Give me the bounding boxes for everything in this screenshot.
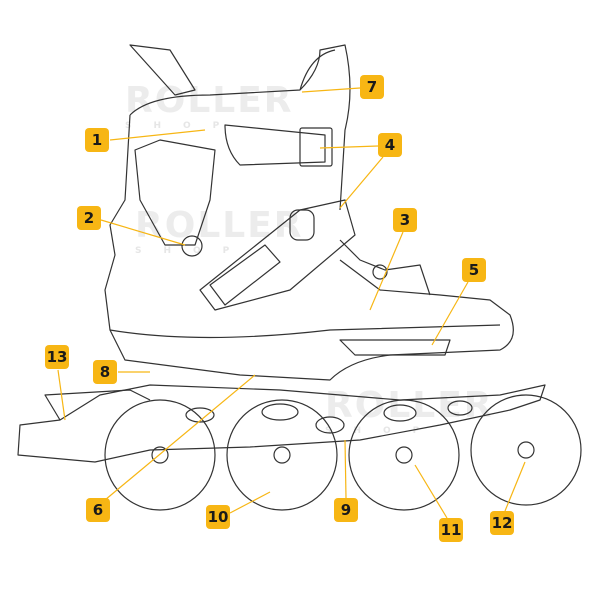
wheel <box>104 399 216 511</box>
callout-11: 11 <box>439 518 463 542</box>
shell-lower <box>109 324 501 339</box>
shell-upper <box>104 114 514 381</box>
callout-1: 1 <box>85 128 109 152</box>
callout-3: 3 <box>393 208 417 232</box>
wheels <box>104 394 582 511</box>
tongue <box>299 49 336 91</box>
strap <box>199 199 356 311</box>
watermark-brand: ROLLER <box>125 80 294 121</box>
callout-8: 8 <box>93 360 117 384</box>
ratchet <box>209 244 281 306</box>
watermark-brand: ROLLER <box>135 205 304 246</box>
toe-detail <box>339 339 451 356</box>
ratchet-pad <box>289 209 315 241</box>
cuff <box>129 44 196 96</box>
watermark-brand: ROLLER <box>325 385 494 426</box>
heel-brake <box>44 389 151 421</box>
callout-7: 7 <box>360 75 384 99</box>
watermark-sub: SHOP <box>125 121 242 131</box>
watermark-sub: SHOP <box>135 246 252 256</box>
callout-13: 13 <box>45 345 69 369</box>
buckle-strap <box>224 124 326 166</box>
callout-10: 10 <box>206 505 230 529</box>
wheel <box>348 399 460 511</box>
callout-6: 6 <box>86 498 110 522</box>
liner <box>129 44 351 211</box>
frame-windows <box>185 400 473 434</box>
rivet <box>181 235 203 257</box>
lace-area <box>339 239 431 296</box>
lace-knob <box>372 264 388 280</box>
callout-2: 2 <box>77 206 101 230</box>
watermark-sub: SHOP <box>325 426 442 436</box>
wheel <box>226 399 338 511</box>
leader-lines <box>57 87 526 519</box>
wheel <box>470 394 582 506</box>
frame <box>17 384 546 463</box>
callout-5: 5 <box>462 258 486 282</box>
callout-12: 12 <box>490 511 514 535</box>
side-panel <box>134 139 216 246</box>
callout-4: 4 <box>378 133 402 157</box>
callout-9: 9 <box>334 498 358 522</box>
